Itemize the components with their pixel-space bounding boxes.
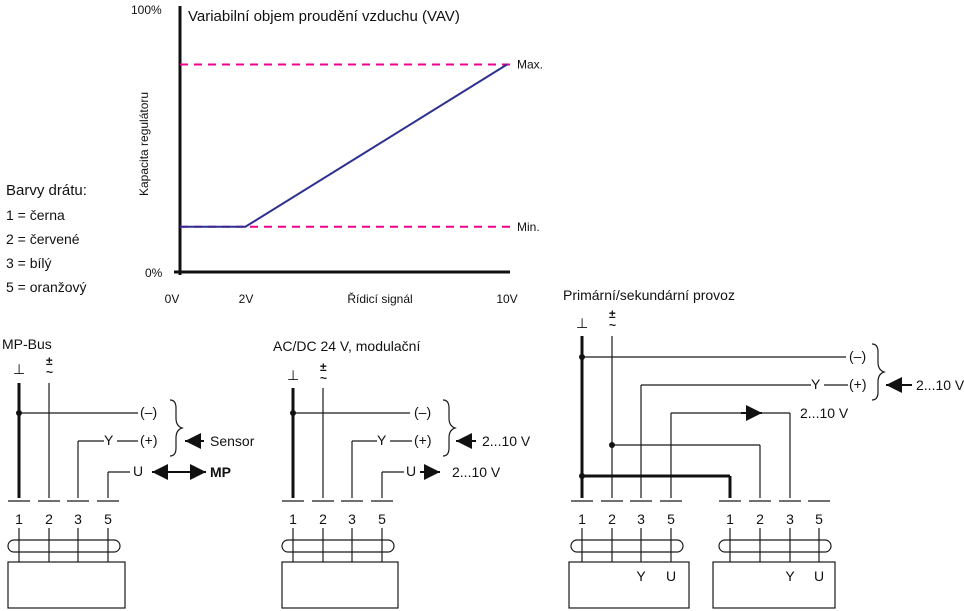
ac-u-label: U <box>406 463 416 479</box>
ps-minus-label: (–) <box>849 348 866 364</box>
ac-out-label: 2...10 V <box>452 464 501 480</box>
ps-title: Primární/sekundární provoz <box>563 287 735 303</box>
chart-title: Variabilní objem proudění vzduchu (VAV) <box>188 8 460 25</box>
ac-cable-sleeve <box>281 539 395 553</box>
ps-a-term-2: 2 <box>608 511 616 527</box>
x-tick-0v: 0V <box>165 292 180 306</box>
ps-secondary-box <box>712 561 836 609</box>
mp-mp-label: MP <box>210 464 231 480</box>
ac-term-1: 1 <box>289 511 297 527</box>
ps-b-term-3: 3 <box>786 511 794 527</box>
y-bottom-label: 0% <box>145 266 163 280</box>
ac-actuator-box <box>281 561 399 609</box>
x-tick-2v: 2V <box>239 292 254 306</box>
ps-b-box-u: U <box>814 568 824 584</box>
y-top-label: 100% <box>131 3 162 17</box>
mp-term-3: 3 <box>74 511 82 527</box>
ac-term-3: 3 <box>348 511 356 527</box>
mp-tilde-symbol: ~ <box>46 365 53 379</box>
x-tick-10v: 10V <box>496 292 517 306</box>
ac-tilde-symbol: ~ <box>320 371 327 385</box>
mp-ground-symbol: ⊥ <box>13 361 25 377</box>
min-label: Min. <box>517 220 540 234</box>
legend-item-1: 1 = černa <box>6 207 65 223</box>
mp-u-label: U <box>133 463 143 479</box>
diagram-ac-dc: AC/DC 24 V, modulační ⊥ ± ~ (–) (+) Y U … <box>273 338 531 609</box>
mp-cable-sleeve <box>7 539 121 553</box>
ps-ground-symbol: ⊥ <box>576 315 588 331</box>
ps-a-box-u: U <box>666 568 676 584</box>
x-axis-label: Řídicí signál <box>347 291 412 306</box>
ac-term-2: 2 <box>319 511 327 527</box>
diagram-mp-bus: MP-Bus ⊥ ± ~ (–) (+) Y U Sensor MP 1 2 <box>2 336 255 609</box>
mp-title: MP-Bus <box>2 336 52 352</box>
ps-plus-label: (+) <box>849 376 867 392</box>
y-axis-label: Kapacita regulátoru <box>137 92 151 196</box>
ps-b-term-2: 2 <box>756 511 764 527</box>
ac-minus-label: (–) <box>414 404 431 420</box>
ac-y-label: Y <box>377 432 387 448</box>
ps-b-term-1: 1 <box>726 511 734 527</box>
ps-tilde-symbol: ~ <box>609 318 616 332</box>
ps-a-term-3: 3 <box>637 511 645 527</box>
ac-ground-symbol: ⊥ <box>287 367 299 383</box>
mp-y-label: Y <box>104 432 114 448</box>
ac-in-label: 2...10 V <box>482 433 531 449</box>
ps-in-label: 2...10 V <box>916 377 964 393</box>
ac-plus-label: (+) <box>414 432 432 448</box>
ps-a-term-5: 5 <box>667 511 675 527</box>
ac-term-5: 5 <box>378 511 386 527</box>
mp-minus-label: (–) <box>140 404 157 420</box>
ps-b-cable-sleeve <box>718 539 832 553</box>
mp-actuator-box <box>7 561 126 609</box>
legend-heading: Barvy drátu: <box>6 182 87 199</box>
mp-term-2: 2 <box>45 511 53 527</box>
max-label: Max. <box>517 58 543 72</box>
ps-b-box-y: Y <box>785 568 795 584</box>
vav-chart: Variabilní objem proudění vzduchu (VAV) … <box>131 3 543 306</box>
ps-a-cable-sleeve <box>570 539 684 553</box>
mp-term-5: 5 <box>104 511 112 527</box>
mp-plus-label: (+) <box>140 432 158 448</box>
legend-item-5: 5 = oranžový <box>6 279 87 295</box>
ps-b-term-5: 5 <box>815 511 823 527</box>
mp-term-1: 1 <box>15 511 23 527</box>
series-line <box>180 63 508 228</box>
legend-item-2: 2 = červené <box>6 231 80 247</box>
ps-plus-symbol: ± <box>609 307 616 321</box>
ac-plus-symbol: ± <box>320 360 327 374</box>
mp-sensor-label: Sensor <box>210 433 255 449</box>
ps-mid-label: 2...10 V <box>800 405 849 421</box>
ps-y-label: Y <box>811 376 821 392</box>
ac-title: AC/DC 24 V, modulační <box>273 338 420 354</box>
ps-a-box-y: Y <box>636 568 646 584</box>
legend-item-3: 3 = bílý <box>6 255 52 271</box>
diagram-primary-secondary: Primární/sekundární provoz ⊥ ± ~ (–) (+)… <box>563 287 964 609</box>
mp-plus-symbol: ± <box>46 354 53 368</box>
ps-a-term-1: 1 <box>578 511 586 527</box>
wire-color-legend: Barvy drátu: 1 = černa 2 = červené 3 = b… <box>6 182 87 295</box>
ps-primary-box <box>568 561 690 609</box>
